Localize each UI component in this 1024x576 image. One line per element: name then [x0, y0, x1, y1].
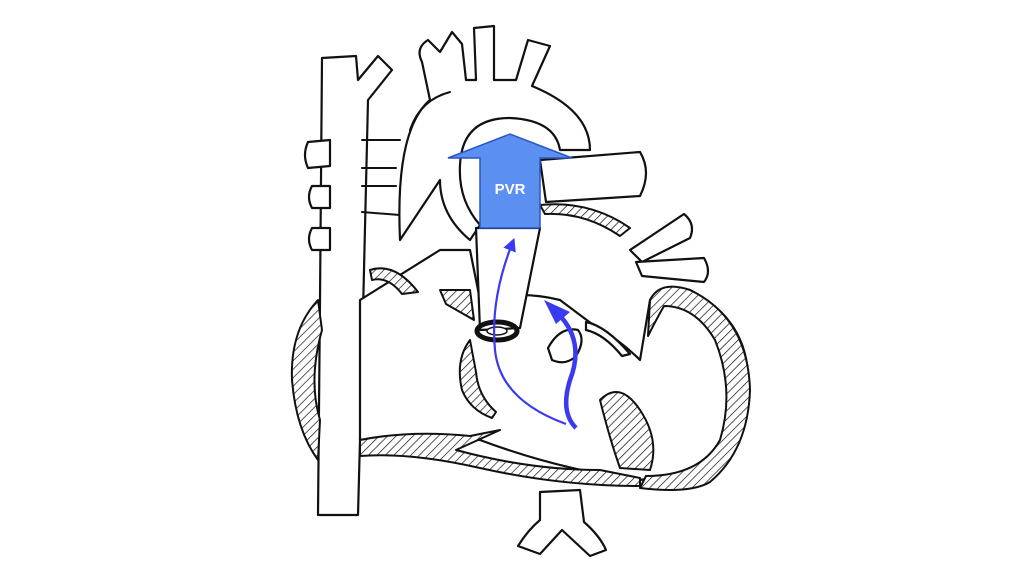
left-atrium-wall: [539, 203, 631, 237]
atrial-septum: [369, 267, 475, 321]
thick-flow-arrowhead: [544, 300, 570, 324]
right-pulmonary-veins: [303, 138, 401, 252]
inferior-vena-cava: [516, 488, 608, 558]
pvr-arrow: PVR: [447, 133, 573, 229]
ventricular-floor: [359, 391, 655, 487]
left-ventricle-wall: [639, 285, 751, 491]
pvr-label: PVR: [495, 181, 526, 198]
thick-flow-arrow: [560, 316, 578, 430]
aortic-arch: [398, 24, 592, 242]
pvr-arrow-shape: [447, 133, 573, 229]
flow-arrows: [492, 237, 578, 430]
right-atrium-wall: [290, 299, 323, 461]
left-pulmonary-veins: [628, 212, 710, 284]
right-ventricle-muscle: [458, 339, 497, 419]
descending-vessel: [538, 150, 648, 204]
thin-flow-arrow: [492, 237, 567, 426]
pulmonary-valve: [474, 319, 520, 343]
